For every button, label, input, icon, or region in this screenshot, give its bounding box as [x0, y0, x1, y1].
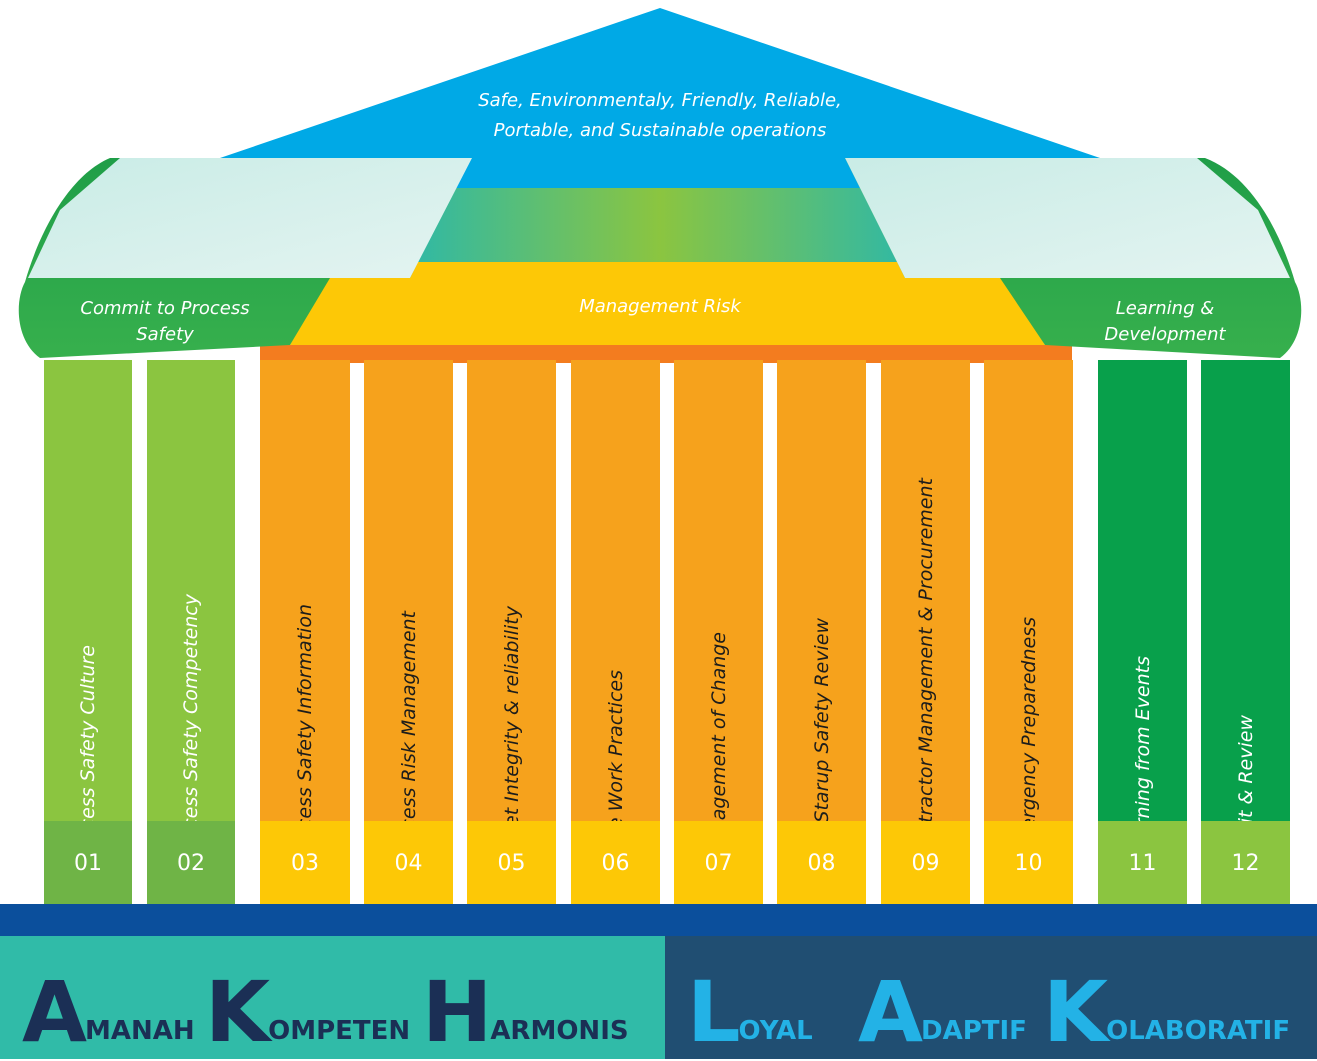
pillar-5: Asset Integrity & reliability 05 [467, 360, 556, 905]
roof-base [440, 150, 880, 190]
pillar-8: Pre-Starup Safety Review 08 [777, 360, 866, 905]
roof-triangle [220, 8, 1100, 158]
pillar-number: 06 [571, 821, 660, 905]
pillar-10: Emergency Preparedness 10 [984, 360, 1073, 905]
pillar-number: 12 [1201, 821, 1290, 905]
value-rest: MANAH [85, 1016, 195, 1046]
pillar-11: Learning from Events 11 [1098, 360, 1187, 905]
pillar-7: Management of Change 07 [674, 360, 763, 905]
pillar-number: 09 [881, 821, 970, 905]
value-initial: A [858, 963, 923, 1061]
pillar-number: 04 [364, 821, 453, 905]
value-rest: ARMONIS [490, 1016, 629, 1046]
value-initial: K [205, 963, 270, 1061]
value-initial: L [687, 963, 741, 1061]
foundation-right [665, 936, 1317, 1059]
pillar-2: Process Safety Competency 02 [147, 360, 235, 905]
value-rest: OYAL [738, 1016, 813, 1046]
pillar-number: 07 [674, 821, 763, 905]
pillar-number: 03 [260, 821, 350, 905]
foundation-left [0, 936, 665, 1059]
roof-line-2: Portable, and Sustainable operations [493, 120, 827, 141]
value-rest: OMPETEN [268, 1016, 411, 1046]
pillar-number: 01 [44, 821, 132, 905]
pillar-3: Process Safety Information 03 [260, 360, 350, 905]
pillar-number: 05 [467, 821, 556, 905]
pillar-9: Contractor Management & Procurement 09 [881, 360, 970, 905]
value-rest: DAPTIF [921, 1016, 1027, 1046]
pillar-label: Contractor Management & Procurement [914, 478, 937, 860]
banner-management-label: Management Risk [579, 296, 741, 317]
pillar-12: Audit & Review 12 [1201, 360, 1290, 905]
foundation-band [0, 904, 1317, 936]
roof-line-1: Safe, Environmentaly, Friendly, Reliable… [478, 90, 842, 111]
management-underline [260, 345, 1072, 363]
right-glass [845, 158, 1290, 278]
value-initial: K [1043, 963, 1108, 1061]
pillar-number: 11 [1098, 821, 1187, 905]
pillar-number: 08 [777, 821, 866, 905]
banner-commit-label: Commit to Process Safety [80, 298, 250, 345]
banner-learning-label: Learning & Development [1104, 298, 1226, 345]
pillar-6: Safe Work Practices 06 [571, 360, 660, 905]
pillar-4: Process Risk Management 04 [364, 360, 453, 905]
pillar-number: 10 [984, 821, 1073, 905]
roof-graphic [18, 8, 1302, 363]
pillar-number: 02 [147, 821, 235, 905]
value-initial: H [422, 963, 492, 1061]
management-band [290, 262, 1045, 345]
left-glass [28, 158, 472, 278]
value-initial: A [22, 963, 87, 1061]
value-rest: OLABORATIF [1106, 1016, 1291, 1046]
pillar-1: Process Safety Culture 01 [44, 360, 132, 905]
teal-band [405, 188, 915, 262]
